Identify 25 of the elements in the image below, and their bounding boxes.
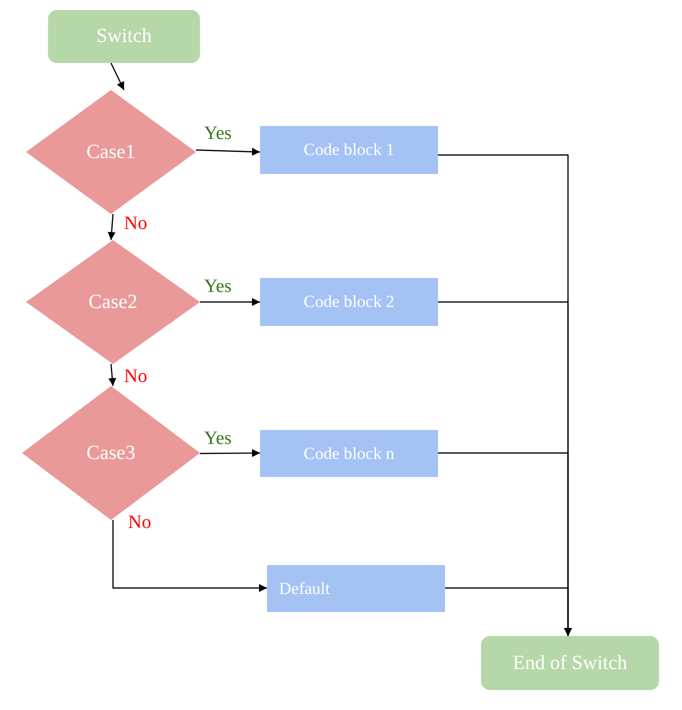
arrow	[112, 520, 267, 592]
node-label: Case1	[86, 140, 136, 164]
decision-diamond	[26, 90, 196, 214]
process-box	[260, 126, 438, 174]
arrow	[110, 62, 125, 90]
arrow	[108, 364, 116, 386]
node-label: Case2	[88, 290, 138, 314]
arrow	[200, 449, 260, 458]
arrow	[445, 587, 572, 636]
terminal-box	[48, 10, 200, 63]
process-box	[260, 278, 438, 326]
decision-diamond	[26, 240, 200, 364]
process-box	[267, 565, 445, 612]
arrow	[108, 214, 116, 240]
arrow	[200, 298, 260, 306]
arrow	[196, 148, 260, 156]
node-label: Default	[279, 578, 330, 598]
node-label: Case3	[86, 442, 136, 464]
node-label: Code block 2	[304, 292, 394, 312]
node-label: Code block 1	[304, 140, 394, 160]
terminal-box	[481, 636, 659, 690]
node-label: End of Switch	[512, 652, 628, 674]
process-box	[260, 430, 438, 477]
node-label: Switch	[96, 25, 152, 48]
node-label: Code block n	[304, 444, 394, 464]
